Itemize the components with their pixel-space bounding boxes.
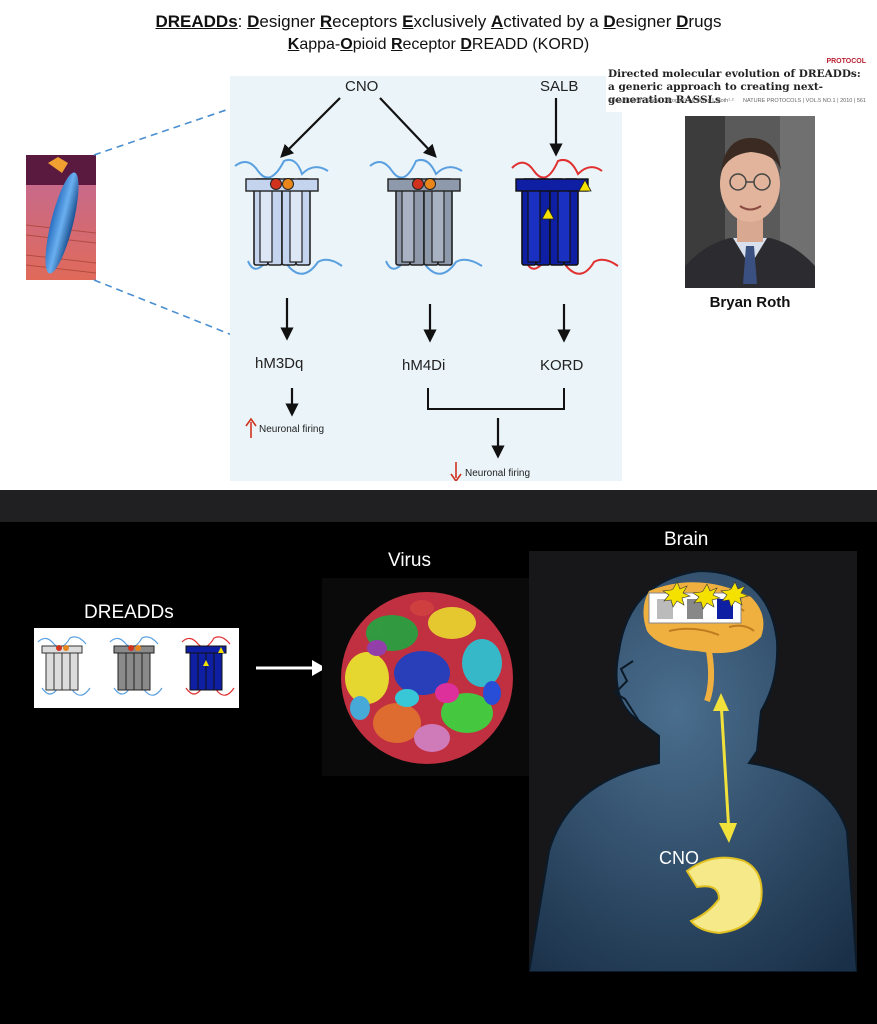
brain-body-illustration	[529, 551, 857, 972]
title-part: E	[402, 12, 414, 31]
title-part: O	[340, 36, 353, 53]
ligand-salb-label: SALB	[540, 78, 579, 95]
virus-image	[322, 578, 532, 776]
title-part: D	[247, 12, 260, 31]
receptor-kord-label: KORD	[540, 357, 584, 374]
title-part: appa-	[299, 36, 341, 53]
title-part: pioid	[352, 36, 391, 53]
effect-increase-label: Neuronal firing	[259, 424, 325, 435]
dreadds-label: DREADDs	[84, 602, 174, 623]
person-name: Bryan Roth	[709, 294, 791, 311]
title-part: R	[319, 12, 333, 31]
title-part: ctivated by a	[503, 12, 604, 31]
arrow-cno-hm4di	[379, 97, 437, 158]
receptor-hm4di-icon	[369, 158, 483, 275]
top-slide: DREADDs: Designer Receptors Exclusively …	[0, 0, 877, 490]
title-part: D	[676, 12, 689, 31]
receptor-hm4di-label: hM4Di	[402, 357, 446, 374]
title-part: xclusively	[413, 12, 491, 31]
cno-label: CNO	[659, 848, 699, 868]
title-part: eceptor	[402, 36, 461, 53]
title-line-1: DREADDs: Designer Receptors Exclusively …	[0, 12, 877, 32]
title-part: READD (KORD)	[471, 36, 590, 53]
arrow-cno-hm3dq	[280, 97, 341, 158]
title-part: :	[237, 12, 248, 31]
paper-header: PROTOCOL Directed molecular evolution of…	[606, 58, 868, 112]
title-line-2: Kappa-Opioid Receptor DREADD (KORD)	[0, 36, 877, 54]
title-part: esigner	[615, 12, 677, 31]
membrane-receptor-image	[26, 155, 96, 280]
title-part: K	[287, 36, 300, 53]
ligand-cno-label: CNO	[345, 78, 379, 95]
paper-tag: PROTOCOL	[826, 58, 866, 65]
virus-label: Virus	[388, 550, 431, 571]
receptor-hm3dq-icon	[234, 158, 343, 275]
paper-journal: NATURE PROTOCOLS | VOL.5 NO.1 | 2010 | 5…	[743, 98, 866, 104]
arrow-dreadds-to-virus	[256, 660, 326, 676]
effect-decrease-label: Neuronal firing	[465, 468, 531, 479]
dreadds-thumbnail	[34, 628, 239, 708]
receptor-hm3dq-label: hM3Dq	[255, 355, 304, 372]
title-part: A	[490, 12, 504, 31]
paper-title: Directed molecular evolution of DREADDs:…	[608, 68, 861, 106]
title-part: eceptors	[332, 12, 403, 31]
divider-band	[0, 490, 877, 522]
title-part: D	[460, 36, 472, 53]
title-part: R	[390, 36, 403, 53]
title-part: D	[603, 12, 616, 31]
paper-authors: Shuyun Dong¹, Sarah C Rogan¹·² & Bryan L…	[608, 98, 734, 104]
brain-label: Brain	[664, 529, 709, 550]
receptor-kord-icon	[511, 158, 619, 275]
title-part: esigner	[259, 12, 320, 31]
dreadd-diagram	[234, 97, 619, 481]
title-part: DREADDs	[155, 12, 238, 31]
title-part: rugs	[688, 12, 722, 31]
person-photo	[685, 116, 815, 288]
zoom-guide-lines	[93, 107, 233, 336]
